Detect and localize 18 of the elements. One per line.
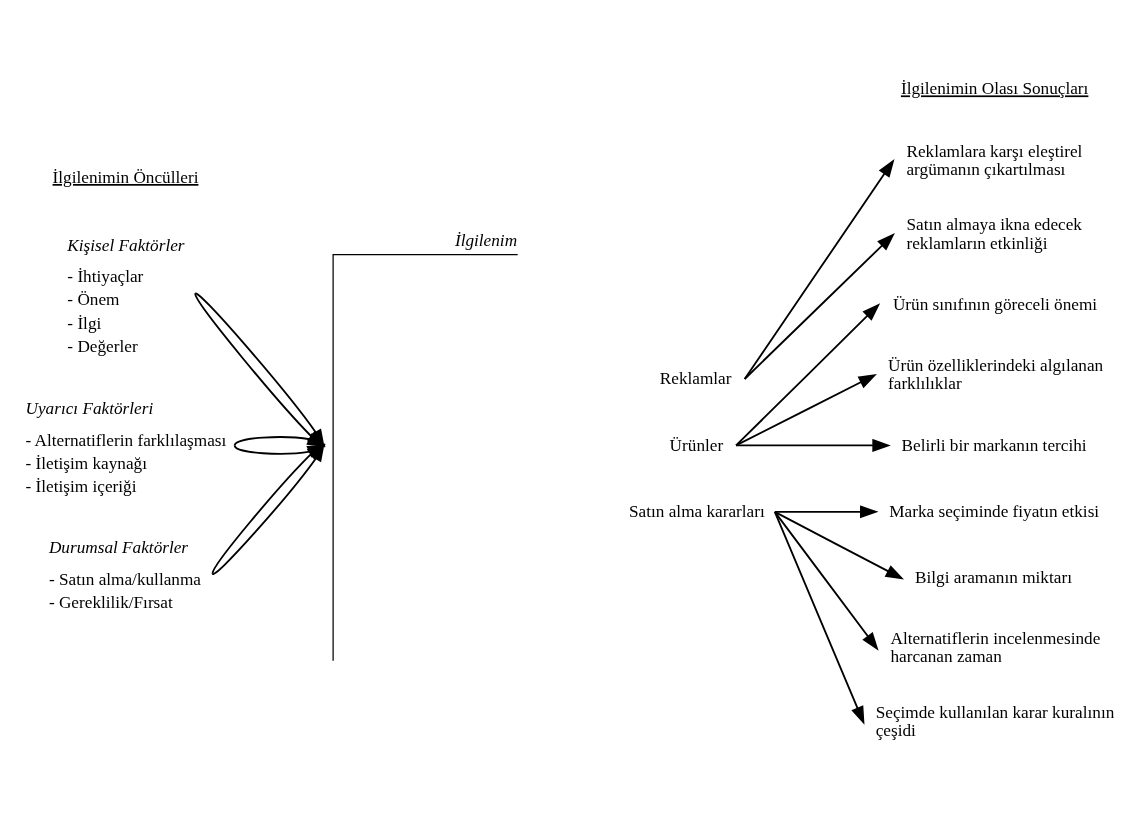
node-text: Durumsal Faktörler - Satın alma/kullanma - Gereklilik/Fırsat — [48, 537, 201, 612]
node-text: Kişisel Faktörler - İhtiyaçlar - Önem - İlgi - Değerler — [67, 235, 185, 356]
node-text: Satın almaya ikna edecek reklamların etkinliği — [906, 214, 1082, 253]
node-text: Ürün özelliklerindeki algılanan farklılıklar — [888, 355, 1104, 393]
node-text: Ürünler — [669, 435, 724, 455]
node-text: Belirli bir markanın tercihi — [901, 435, 1087, 455]
node-text: İlgilenim — [454, 230, 518, 250]
node-text: Reklamlar — [659, 368, 732, 388]
label: İlgilenimin Olası Sonuçları — [900, 78, 1089, 98]
node-text: Reklamlara karşı eleştirel argümanın çıkartılması — [906, 141, 1083, 179]
node-text: Uyarıcı Faktörleri - Alternatiflerin farklılaşması - İletişim kaynağı - İletişim içeriği — [25, 398, 227, 496]
node-text: Ürün sınıfının göreceli önemi — [892, 294, 1098, 314]
node-text: Seçimde kullanılan karar kuralının çeşidi — [875, 702, 1115, 740]
node-text: Alternatiflerin incelenmesinde harcanan zaman — [890, 628, 1101, 666]
node-text: Satın alma kararları — [629, 501, 765, 521]
node-text: Bilgi aramanın miktarı — [915, 567, 1072, 587]
node-text: Marka seçiminde fiyatın etkisi — [889, 501, 1100, 521]
label: İlgilenimin Öncülleri — [52, 167, 199, 187]
